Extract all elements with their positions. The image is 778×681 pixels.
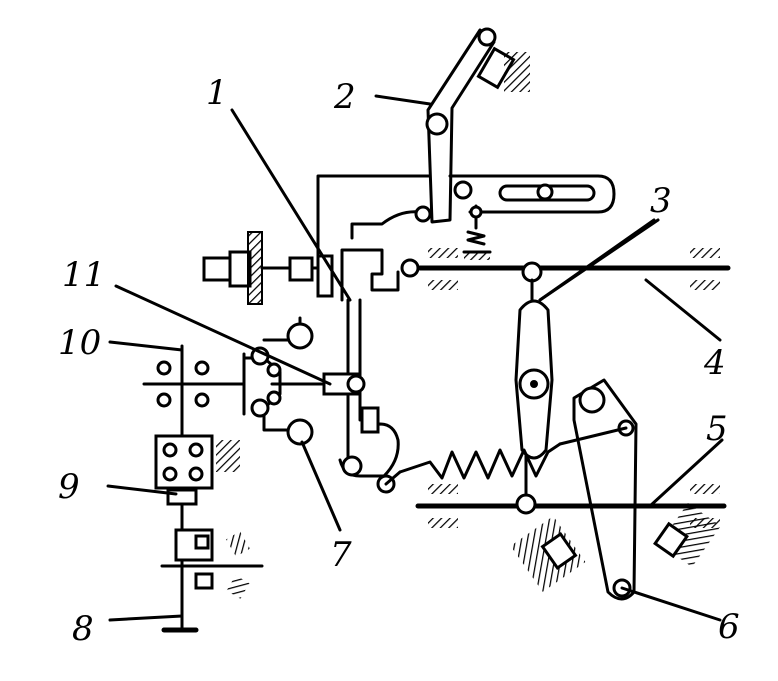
upper-shaft	[417, 248, 731, 342]
label-7: 7	[330, 535, 352, 575]
label-10: 10	[58, 323, 101, 363]
pivot-arm	[270, 372, 366, 396]
label-4: 4	[703, 343, 726, 383]
handle-lever	[425, 27, 530, 224]
label-1: 1	[206, 73, 228, 113]
bell-crank	[242, 316, 314, 446]
label-6: 6	[718, 607, 740, 647]
frame-bracket	[316, 174, 492, 298]
label-3: 3	[650, 181, 672, 221]
latch-cam	[338, 406, 402, 494]
leader-lines	[106, 94, 656, 622]
connecting-link	[514, 218, 660, 460]
spring	[398, 442, 562, 480]
label-9: 9	[58, 467, 80, 507]
labels: 1 2 3 4 5 6 7 8 9 10 11	[58, 73, 740, 649]
slotted-link	[448, 174, 616, 214]
gear-stack	[142, 344, 264, 633]
label-5: 5	[706, 409, 728, 449]
label-2: 2	[333, 77, 356, 117]
lever-arm	[558, 378, 722, 622]
label-11: 11	[62, 255, 105, 295]
lower-shaft	[415, 438, 727, 592]
label-8: 8	[72, 609, 94, 649]
